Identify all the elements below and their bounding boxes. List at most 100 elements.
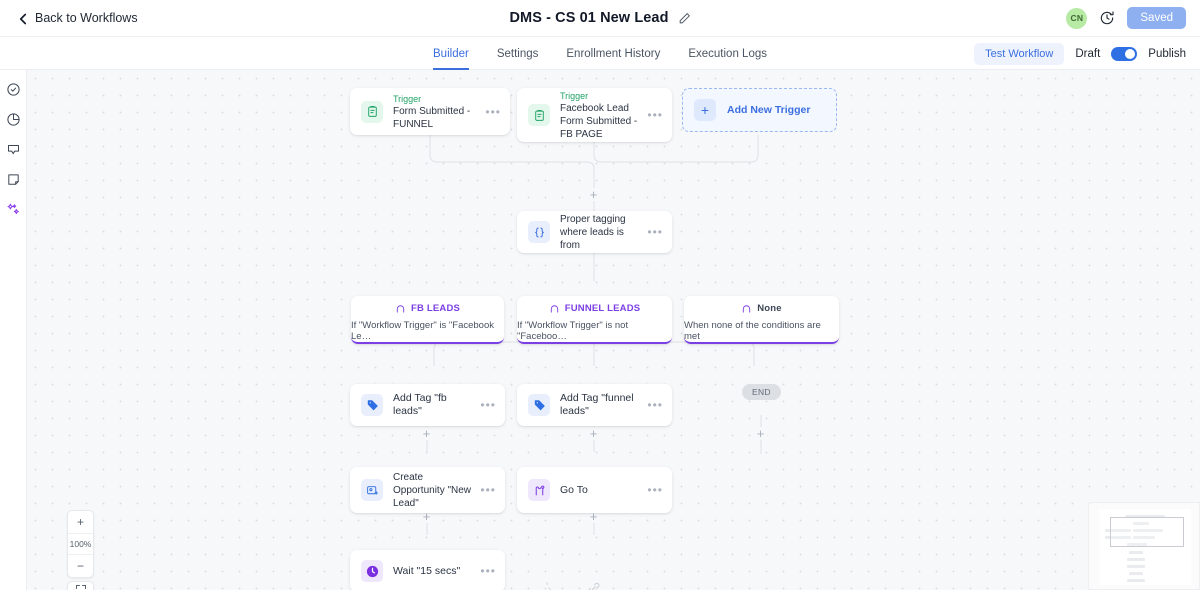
action-node-text: Add Tag "funnel leads" <box>560 392 643 418</box>
top-bar-actions: CN Saved <box>1066 7 1186 29</box>
clipboard-icon <box>361 100 383 123</box>
branch-condition: When none of the conditions are met <box>684 320 821 342</box>
branch-header: FB LEADS <box>395 303 460 314</box>
chevron-left-icon <box>18 13 28 25</box>
tab-execution-logs[interactable]: Execution Logs <box>688 47 767 60</box>
tab-list: Builder Settings Enrollment History Exec… <box>0 37 1200 70</box>
action-node-text: Create Opportunity "New Lead" <box>393 471 476 510</box>
opportunity-icon <box>361 479 383 501</box>
end-badge: END <box>742 384 781 400</box>
branch-node-funnel-leads[interactable]: FUNNEL LEADS If "Workflow Trigger" is no… <box>517 296 672 344</box>
back-to-workflows-button[interactable]: Back to Workflows <box>18 11 138 25</box>
branch-header: FUNNEL LEADS <box>549 303 641 314</box>
workflow-canvas[interactable]: Trigger Form Submitted - FUNNEL ••• Trig… <box>27 70 1200 590</box>
page-title: DMS - CS 01 New Lead <box>509 10 669 26</box>
action-node-add-tag-funnel-leads[interactable]: Add Tag "funnel leads" ••• <box>517 384 672 426</box>
minimap-content <box>1099 509 1191 585</box>
trigger-kicker: Trigger <box>393 93 422 104</box>
branch-fork-icon <box>396 305 405 313</box>
title-group: DMS - CS 01 New Lead <box>0 10 1200 26</box>
action-node-create-opportunity[interactable]: Create Opportunity "New Lead" ••• <box>350 467 505 513</box>
trigger-title: Facebook Lead Form Submitted - FB PAGE <box>560 102 638 140</box>
publish-label: Publish <box>1148 47 1186 60</box>
goto-icon <box>528 479 550 501</box>
action-node-add-tag-fb-leads[interactable]: Add Tag "fb leads" ••• <box>350 384 505 426</box>
zoom-controls: + 100% − <box>67 510 94 578</box>
add-step-button[interactable]: + <box>587 188 600 201</box>
node-menu-button[interactable]: ••• <box>647 225 663 239</box>
trigger-node-facebook-lead-form[interactable]: Trigger Facebook Lead Form Submitted - F… <box>517 88 672 142</box>
branch-node-fb-leads[interactable]: FB LEADS If "Workflow Trigger" is "Faceb… <box>351 296 504 344</box>
node-menu-button[interactable]: ••• <box>480 564 496 578</box>
publish-toggle[interactable] <box>1111 46 1138 61</box>
pie-chart-icon[interactable] <box>6 112 21 127</box>
note-icon[interactable] <box>6 172 21 187</box>
branch-condition: If "Workflow Trigger" is not "Faceboo… <box>517 320 629 342</box>
code-node-text: Proper tagging where leads is from <box>560 213 643 252</box>
workflow-stage: Trigger Form Submitted - FUNNEL ••• Trig… <box>27 70 1200 590</box>
action-node-wait[interactable]: Wait "15 secs" ••• <box>350 550 505 590</box>
node-menu-button[interactable]: ••• <box>647 483 663 497</box>
trigger-node-text: Trigger Form Submitted - FUNNEL <box>393 93 481 131</box>
trigger-kicker: Trigger <box>560 90 589 101</box>
node-menu-button[interactable]: ••• <box>647 398 663 412</box>
add-step-button[interactable]: + <box>587 427 600 440</box>
zoom-in-button[interactable]: + <box>76 515 84 529</box>
avatar[interactable]: CN <box>1066 7 1088 29</box>
tab-enrollment-history[interactable]: Enrollment History <box>566 47 661 60</box>
branch-node-none[interactable]: None When none of the conditions are met <box>684 296 839 344</box>
braces-icon <box>528 221 550 243</box>
back-to-workflows-label: Back to Workflows <box>35 11 138 25</box>
add-step-button[interactable]: + <box>754 427 767 440</box>
add-step-button[interactable]: + <box>420 427 433 440</box>
branch-condition: If "Workflow Trigger" is "Facebook Le… <box>351 320 494 342</box>
trigger-title: Form Submitted - FUNNEL <box>393 105 471 130</box>
canvas-minimap[interactable] <box>1088 502 1200 590</box>
branch-fork-icon <box>550 305 558 313</box>
trigger-node-form-submitted[interactable]: Trigger Form Submitted - FUNNEL ••• <box>350 88 510 135</box>
add-new-trigger-label: Add New Trigger <box>727 104 811 116</box>
test-workflow-button[interactable]: Test Workflow <box>974 42 1065 65</box>
tag-icon <box>361 394 383 416</box>
action-node-text: Go To <box>560 484 643 497</box>
pencil-icon[interactable] <box>678 12 691 25</box>
clock-history-icon[interactable] <box>1099 10 1115 26</box>
node-menu-button[interactable]: ••• <box>480 398 496 412</box>
node-menu-button[interactable]: ••• <box>480 483 496 497</box>
add-step-button[interactable]: + <box>587 510 600 523</box>
saved-button[interactable]: Saved <box>1127 7 1186 29</box>
clipboard-icon <box>528 104 550 126</box>
branch-name: FB LEADS <box>410 303 461 314</box>
toggle-knob <box>1125 48 1136 59</box>
publish-controls: Test Workflow Draft Publish <box>974 37 1186 70</box>
node-menu-button[interactable]: ••• <box>485 104 501 119</box>
zoom-out-button[interactable]: − <box>76 559 84 573</box>
branch-name: FUNNEL LEADS <box>564 303 641 314</box>
action-node-text: Add Tag "fb leads" <box>393 392 476 418</box>
left-rail <box>0 70 27 590</box>
action-node-text: Wait "15 secs" <box>393 565 476 578</box>
trigger-node-text: Trigger Facebook Lead Form Submitted - F… <box>560 90 643 141</box>
code-node-proper-tagging[interactable]: Proper tagging where leads is from ••• <box>517 211 672 253</box>
tab-builder[interactable]: Builder <box>433 37 469 70</box>
action-title: Wait "15 secs" <box>393 564 461 577</box>
ai-sparkle-icon[interactable] <box>6 202 21 217</box>
fit-screen-button[interactable] <box>67 581 94 590</box>
plus-icon: + <box>694 99 716 121</box>
add-new-trigger-button[interactable]: + Add New Trigger <box>682 88 837 132</box>
tab-settings[interactable]: Settings <box>496 47 539 60</box>
add-step-button[interactable]: + <box>420 510 433 523</box>
branch-name: None <box>757 303 782 314</box>
node-menu-button[interactable]: ••• <box>647 108 663 122</box>
fit-screen-icon <box>75 583 87 590</box>
check-circle-icon[interactable] <box>6 82 21 97</box>
code-node-title: Proper tagging where leads is from <box>560 213 626 251</box>
clock-icon <box>361 560 383 582</box>
action-title: Create Opportunity "New Lead" <box>393 471 472 509</box>
action-title: Go To <box>560 483 588 496</box>
action-node-go-to[interactable]: Go To ••• <box>517 467 672 513</box>
draft-label: Draft <box>1075 47 1101 60</box>
chat-bubble-icon[interactable] <box>6 142 21 157</box>
link-break-icon <box>587 581 601 590</box>
minimap-viewport[interactable] <box>1110 517 1184 547</box>
